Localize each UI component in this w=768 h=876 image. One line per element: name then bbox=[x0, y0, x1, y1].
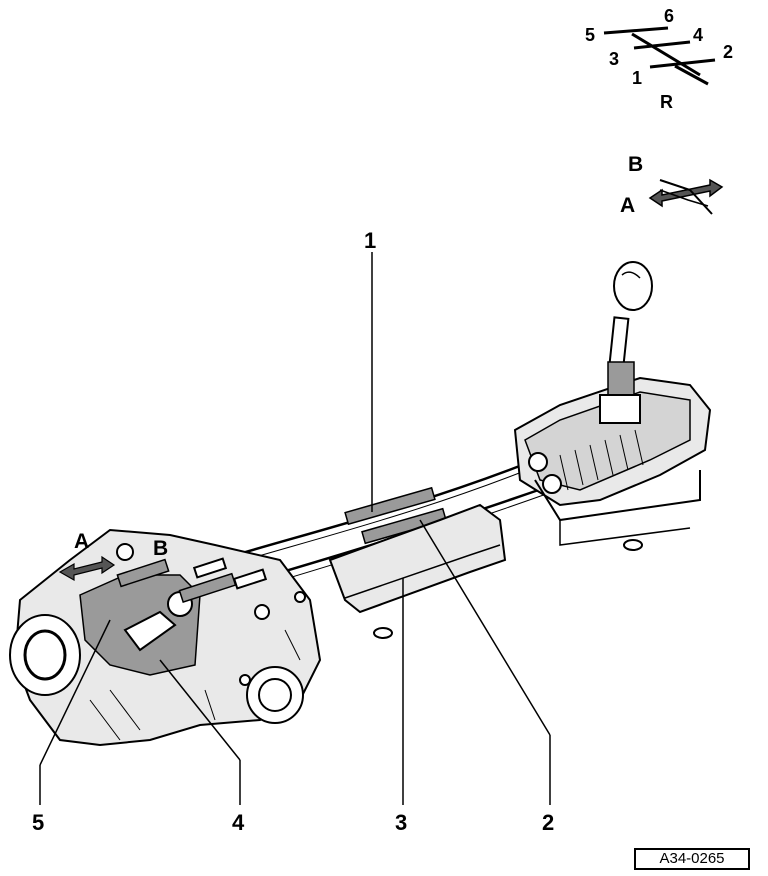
gear-3-label: 3 bbox=[609, 49, 619, 69]
gearbox-direction-b-label: B bbox=[153, 537, 168, 560]
figure-reference-code: A34-0265 bbox=[634, 848, 750, 870]
gear-lever-housing bbox=[513, 261, 712, 551]
gear-5-label: 5 bbox=[585, 25, 595, 45]
gear-2-label: 2 bbox=[723, 42, 733, 62]
callout-5: 5 bbox=[32, 810, 44, 835]
double-arrow-icon bbox=[648, 178, 724, 215]
gear-6-label: 6 bbox=[664, 6, 674, 26]
direction-key: B A bbox=[620, 153, 724, 217]
direction-b-label: B bbox=[628, 153, 643, 176]
direction-a-label: A bbox=[620, 194, 635, 217]
gearbox-direction-arrow-icon bbox=[58, 555, 116, 582]
gear-lever bbox=[599, 261, 653, 424]
callout-1: 1 bbox=[364, 228, 376, 253]
gear-4-label: 4 bbox=[693, 25, 703, 45]
gear-shift-pattern: 5 6 3 4 2 1 R bbox=[585, 6, 733, 112]
cable-end-fittings bbox=[116, 557, 268, 603]
gear-r-label: R bbox=[660, 92, 673, 112]
gearbox-direction-a-label: A bbox=[74, 530, 89, 553]
heat-shield bbox=[328, 503, 507, 639]
callout-4: 4 bbox=[232, 810, 245, 835]
gearbox-assembly: A B bbox=[9, 528, 322, 747]
callout-leaders bbox=[39, 252, 551, 805]
callout-3: 3 bbox=[395, 810, 407, 835]
gear-1-label: 1 bbox=[632, 68, 642, 88]
callout-2: 2 bbox=[542, 810, 554, 835]
